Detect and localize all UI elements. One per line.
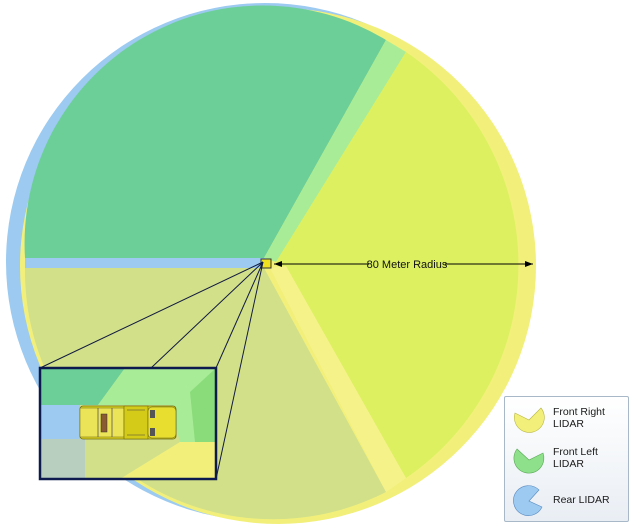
legend-item-rear: Rear LIDAR <box>511 485 626 519</box>
front-right-lidar-legend-icon <box>514 407 545 433</box>
zoom-line-bottom <box>215 261 264 480</box>
legend-front-left-label: Front Left LIDAR <box>553 446 598 470</box>
legend: Front Right LIDAR Front Left LIDAR Rear … <box>504 396 629 522</box>
legend-item-front-right: Front Right LIDAR <box>511 403 626 437</box>
inset-front-right-region <box>120 442 216 479</box>
legend-item-front-left: Front Left LIDAR <box>511 443 626 477</box>
inset-rear-region <box>40 405 80 439</box>
radius-arrow-head-left <box>274 261 282 267</box>
zoom-line-mid-1 <box>150 261 264 369</box>
front-right-separator-strip <box>270 266 406 492</box>
radius-label-background <box>369 257 445 271</box>
legend-rear-label: Rear LIDAR <box>553 494 610 506</box>
inset-rear-lower-region <box>40 439 85 479</box>
vehicle-top-view <box>79 405 177 440</box>
inset-left-green-region <box>40 368 125 405</box>
zoom-line-top <box>39 261 264 369</box>
vehicle-zoom-inset <box>38 366 218 481</box>
legend-front-right-label: Front Right LIDAR <box>553 406 605 430</box>
front-left-lidar-sector <box>24 5 387 258</box>
rear-lidar-legend-icon <box>513 485 543 516</box>
front-left-overlap-strip <box>264 40 406 262</box>
rear-lidar-sensor <box>100 413 108 433</box>
radius-arrow-head-right <box>525 261 533 267</box>
inset-front-overlap-region <box>98 368 216 442</box>
rear-lidar-gap <box>25 258 265 268</box>
inset-right-green-region <box>190 368 216 442</box>
zoom-line-mid-2 <box>215 261 264 369</box>
radius-label: 80 Meter Radius <box>367 259 448 271</box>
front-lidar-sensor <box>150 410 155 418</box>
front-left-lidar-legend-icon <box>513 448 545 474</box>
